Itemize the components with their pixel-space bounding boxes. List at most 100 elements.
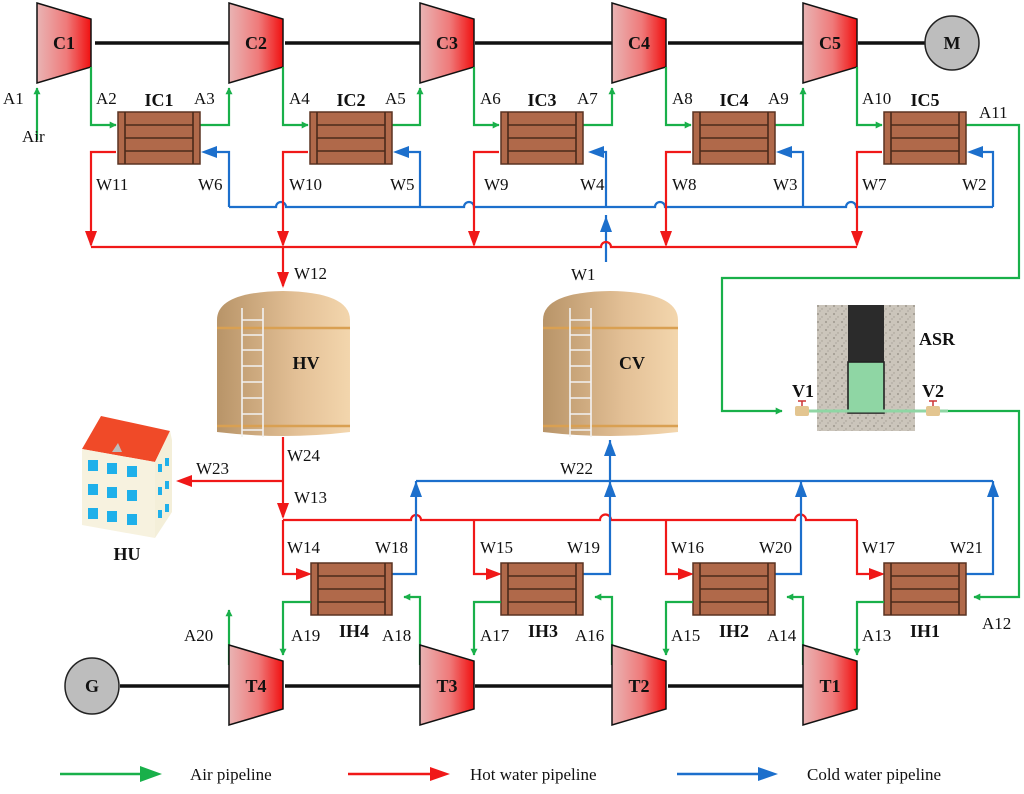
stream-label: W2 bbox=[962, 175, 987, 194]
stream-label: W18 bbox=[375, 538, 408, 557]
stream-label: A13 bbox=[862, 626, 891, 645]
turbine-label: T1 bbox=[819, 676, 840, 696]
air-storage-reservoir: ASR V1 V2 bbox=[792, 305, 956, 431]
stream-label: A15 bbox=[671, 626, 700, 645]
intercooler-ic2 bbox=[309, 111, 393, 165]
stream-label: W10 bbox=[289, 175, 322, 194]
compressor-label: C2 bbox=[245, 33, 267, 53]
stream-label: W17 bbox=[862, 538, 896, 557]
stream-label: A18 bbox=[382, 626, 411, 645]
legend-label: Air pipeline bbox=[190, 765, 272, 784]
legend-label: Cold water pipeline bbox=[807, 765, 941, 784]
cold-water-tank: CV bbox=[543, 291, 678, 437]
reheater-ih4 bbox=[310, 562, 393, 616]
reheater-ih2 bbox=[692, 562, 776, 616]
arrow-right-icon bbox=[430, 767, 450, 781]
compressor-label: C1 bbox=[53, 33, 75, 53]
cold-water-upper bbox=[201, 146, 995, 262]
arrow-right-icon bbox=[140, 766, 162, 782]
intercooler-label: IC2 bbox=[336, 90, 365, 110]
stream-label: W5 bbox=[390, 175, 415, 194]
heat-user-building-icon: HU bbox=[82, 416, 172, 564]
stream-label: A16 bbox=[575, 626, 604, 645]
motor-label: M bbox=[944, 33, 961, 53]
stream-label: W1 bbox=[571, 265, 596, 284]
hot-water-upper bbox=[85, 150, 882, 288]
stream-label: A10 bbox=[862, 89, 891, 108]
reheater-label: IH4 bbox=[339, 621, 369, 641]
stream-label: A9 bbox=[768, 89, 789, 108]
ladder-icon bbox=[241, 308, 264, 437]
stream-label: W14 bbox=[287, 538, 321, 557]
heat-user-label: HU bbox=[114, 544, 141, 564]
generator: G bbox=[64, 657, 120, 715]
intercooler-ic4 bbox=[692, 111, 776, 165]
stream-label: W13 bbox=[294, 488, 327, 507]
compressor-label: C4 bbox=[628, 33, 650, 53]
legend-item-air: Air pipeline bbox=[60, 765, 272, 784]
hot-water-tank: HV bbox=[217, 291, 350, 437]
stream-label: A3 bbox=[194, 89, 215, 108]
stream-label: W23 bbox=[196, 459, 229, 478]
stream-label: W15 bbox=[480, 538, 513, 557]
compressor-label: C5 bbox=[819, 33, 841, 53]
compressor-c4: C4 bbox=[611, 1, 667, 85]
legend-item-hot-water: Hot water pipeline bbox=[348, 765, 597, 784]
intercooler-label: IC1 bbox=[144, 90, 173, 110]
turbine-label: T4 bbox=[245, 676, 266, 696]
reheater-label: IH2 bbox=[719, 621, 749, 641]
asr-label: ASR bbox=[919, 329, 956, 349]
motor: M bbox=[924, 15, 980, 71]
turbine-t4: T4 bbox=[228, 643, 284, 727]
cold-water-lower bbox=[392, 440, 999, 576]
reheater-label: IH3 bbox=[528, 621, 558, 641]
stream-label: W19 bbox=[567, 538, 600, 557]
intercooler-ic5 bbox=[883, 111, 967, 165]
compressor-c3: C3 bbox=[419, 1, 475, 85]
inlet-label: Air bbox=[22, 127, 45, 146]
stream-label: A6 bbox=[480, 89, 501, 108]
stream-label: W6 bbox=[198, 175, 223, 194]
turbine-t3: T3 bbox=[419, 643, 475, 727]
hot-tank-label: HV bbox=[293, 353, 320, 373]
intercooler-label: IC5 bbox=[910, 90, 939, 110]
intercooler-air-lines bbox=[33, 67, 1021, 601]
compressor-label: C3 bbox=[436, 33, 458, 53]
stream-label: A20 bbox=[184, 626, 213, 645]
stream-label: A8 bbox=[672, 89, 693, 108]
cold-tank-label: CV bbox=[619, 353, 645, 373]
stream-label: A12 bbox=[982, 614, 1011, 633]
stream-label: W12 bbox=[294, 264, 327, 283]
stream-label: W7 bbox=[862, 175, 887, 194]
compressor-c2: C2 bbox=[228, 1, 284, 85]
stream-label: A4 bbox=[289, 89, 310, 108]
ladder-icon bbox=[569, 308, 592, 437]
stream-label: W24 bbox=[287, 446, 321, 465]
stream-label: A17 bbox=[480, 626, 510, 645]
valve-v1-icon bbox=[795, 400, 809, 416]
legend-item-cold-water: Cold water pipeline bbox=[677, 765, 941, 784]
stream-label: A5 bbox=[385, 89, 406, 108]
reheater-ih1 bbox=[883, 562, 967, 616]
stream-label: W22 bbox=[560, 459, 593, 478]
turbine-t1: T1 bbox=[802, 643, 858, 727]
stream-label: W11 bbox=[96, 175, 128, 194]
arrow-right-icon bbox=[758, 767, 778, 781]
stream-label: A1 bbox=[3, 89, 24, 108]
stream-label: A11 bbox=[979, 103, 1008, 122]
stream-label: W4 bbox=[580, 175, 605, 194]
stream-label: W9 bbox=[484, 175, 509, 194]
valve-label: V1 bbox=[792, 381, 814, 401]
stream-label: A2 bbox=[96, 89, 117, 108]
valve-v2-icon bbox=[926, 400, 940, 416]
generator-label: G bbox=[85, 676, 99, 696]
turbine-label: T2 bbox=[628, 676, 649, 696]
stream-label: W3 bbox=[773, 175, 798, 194]
stream-label: A19 bbox=[291, 626, 320, 645]
turbine-t2: T2 bbox=[611, 643, 667, 727]
valve-label: V2 bbox=[922, 381, 944, 401]
compressor-c5: C5 bbox=[802, 1, 858, 85]
legend: Air pipeline Hot water pipeline Cold wat… bbox=[60, 765, 941, 784]
intercooler-label: IC3 bbox=[527, 90, 556, 110]
